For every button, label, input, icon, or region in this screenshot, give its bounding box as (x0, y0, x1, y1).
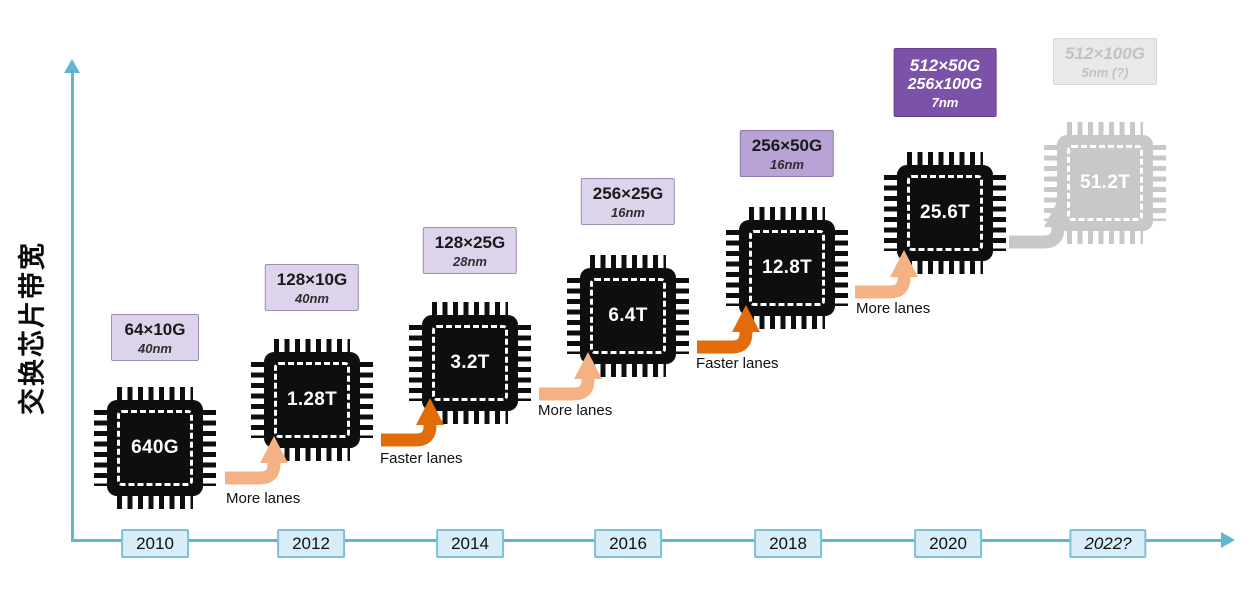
chip-config-label: 256×25G (592, 184, 664, 203)
chip-2010: 640G (94, 387, 216, 509)
chip-tag-2010: 64×10G 40nm (111, 314, 199, 361)
chip-tag-2014: 128×25G 28nm (422, 227, 518, 274)
chip-config-label: 128×25G (434, 233, 506, 252)
year-label-2022: 2022? (1069, 529, 1147, 558)
chip-2016: 6.4T (567, 255, 689, 377)
chip-dashed-border (117, 410, 193, 486)
more-lanes-arrow-icon (539, 352, 602, 401)
chip-capacity-label: 1.28T (286, 389, 338, 410)
chip-dashed-border (432, 325, 508, 401)
chip-tag-2020: 512×50G 256x100G 7nm (893, 48, 997, 117)
y-axis (71, 72, 74, 542)
y-axis-arrowhead-icon (64, 59, 80, 73)
chip-body: 3.2T (422, 315, 518, 411)
arrow-label: More lanes (856, 300, 931, 317)
chip-dashed-border (590, 278, 666, 354)
chip-config-label: 512×50G (909, 56, 981, 75)
chip-tag-2018: 256×50G 16nm (739, 130, 835, 177)
chip-config2-label: 256x100G (907, 76, 983, 93)
arrow-label: More lanes (538, 402, 613, 419)
chip-body: 1.28T (264, 352, 360, 448)
chip-tag-2022: 512×100G 5nm (?) (1053, 38, 1157, 85)
arrow-label: Faster lanes (380, 450, 463, 467)
chip-body: 640G (107, 400, 203, 496)
chip-capacity-label: 25.6T (919, 202, 971, 223)
chip-dashed-border (749, 230, 825, 306)
arrow-label: More lanes (226, 490, 301, 507)
chip-process-label: 40nm (138, 341, 172, 356)
chip-config-label: 512×100G (1065, 44, 1145, 63)
chip-process-label: 28nm (453, 254, 487, 269)
arrow-label: Faster lanes (696, 355, 779, 372)
chip-2020: 25.6T (884, 152, 1006, 274)
chip-capacity-label: 6.4T (608, 305, 648, 326)
chip-body: 6.4T (580, 268, 676, 364)
chip-process-label: 16nm (770, 157, 804, 172)
chip-tag-2012: 128×10G 40nm (264, 264, 360, 311)
year-label-2012: 2012 (277, 529, 345, 558)
chip-2022-future: 51.2T (1044, 122, 1166, 244)
year-label-2020: 2020 (914, 529, 982, 558)
more-lanes-arrow-icon (855, 250, 918, 299)
chip-process-label: 16nm (611, 205, 645, 220)
year-label-2014: 2014 (436, 529, 504, 558)
chip-body: 12.8T (739, 220, 835, 316)
chip-capacity-label: 51.2T (1079, 172, 1131, 193)
x-axis-arrowhead-icon (1221, 532, 1235, 548)
faster-lanes-arrow-icon (381, 398, 444, 447)
year-label-2016: 2016 (594, 529, 662, 558)
y-axis-title: 交换芯片带宽 (17, 241, 48, 415)
chip-process-label: 40nm (295, 291, 329, 306)
chip-process-label: 5nm (?) (1081, 65, 1129, 80)
chip-capacity-label: 12.8T (761, 257, 813, 278)
chip-dashed-border (907, 175, 983, 251)
chip-body: 25.6T (897, 165, 993, 261)
chip-tag-2016: 256×25G 16nm (580, 178, 676, 225)
year-label-2010: 2010 (121, 529, 189, 558)
chip-config-label: 128×10G (276, 270, 348, 289)
chip-capacity-label: 3.2T (450, 352, 490, 373)
faster-lanes-arrow-icon (697, 305, 760, 354)
chip-2012: 1.28T (251, 339, 373, 461)
future-step-arrow-icon (1009, 200, 1072, 249)
chip-capacity-label: 640G (131, 437, 179, 458)
chip-body: 51.2T (1057, 135, 1153, 231)
chip-process-label: 7nm (931, 95, 959, 110)
chip-config-label: 64×10G (124, 320, 186, 339)
chip-2018: 12.8T (726, 207, 848, 329)
chip-dashed-border (274, 362, 350, 438)
chip-config-label: 256×50G (751, 136, 823, 155)
chip-dashed-border (1067, 145, 1143, 221)
more-lanes-arrow-icon (225, 436, 288, 485)
year-label-2018: 2018 (754, 529, 822, 558)
chip-2014: 3.2T (409, 302, 531, 424)
